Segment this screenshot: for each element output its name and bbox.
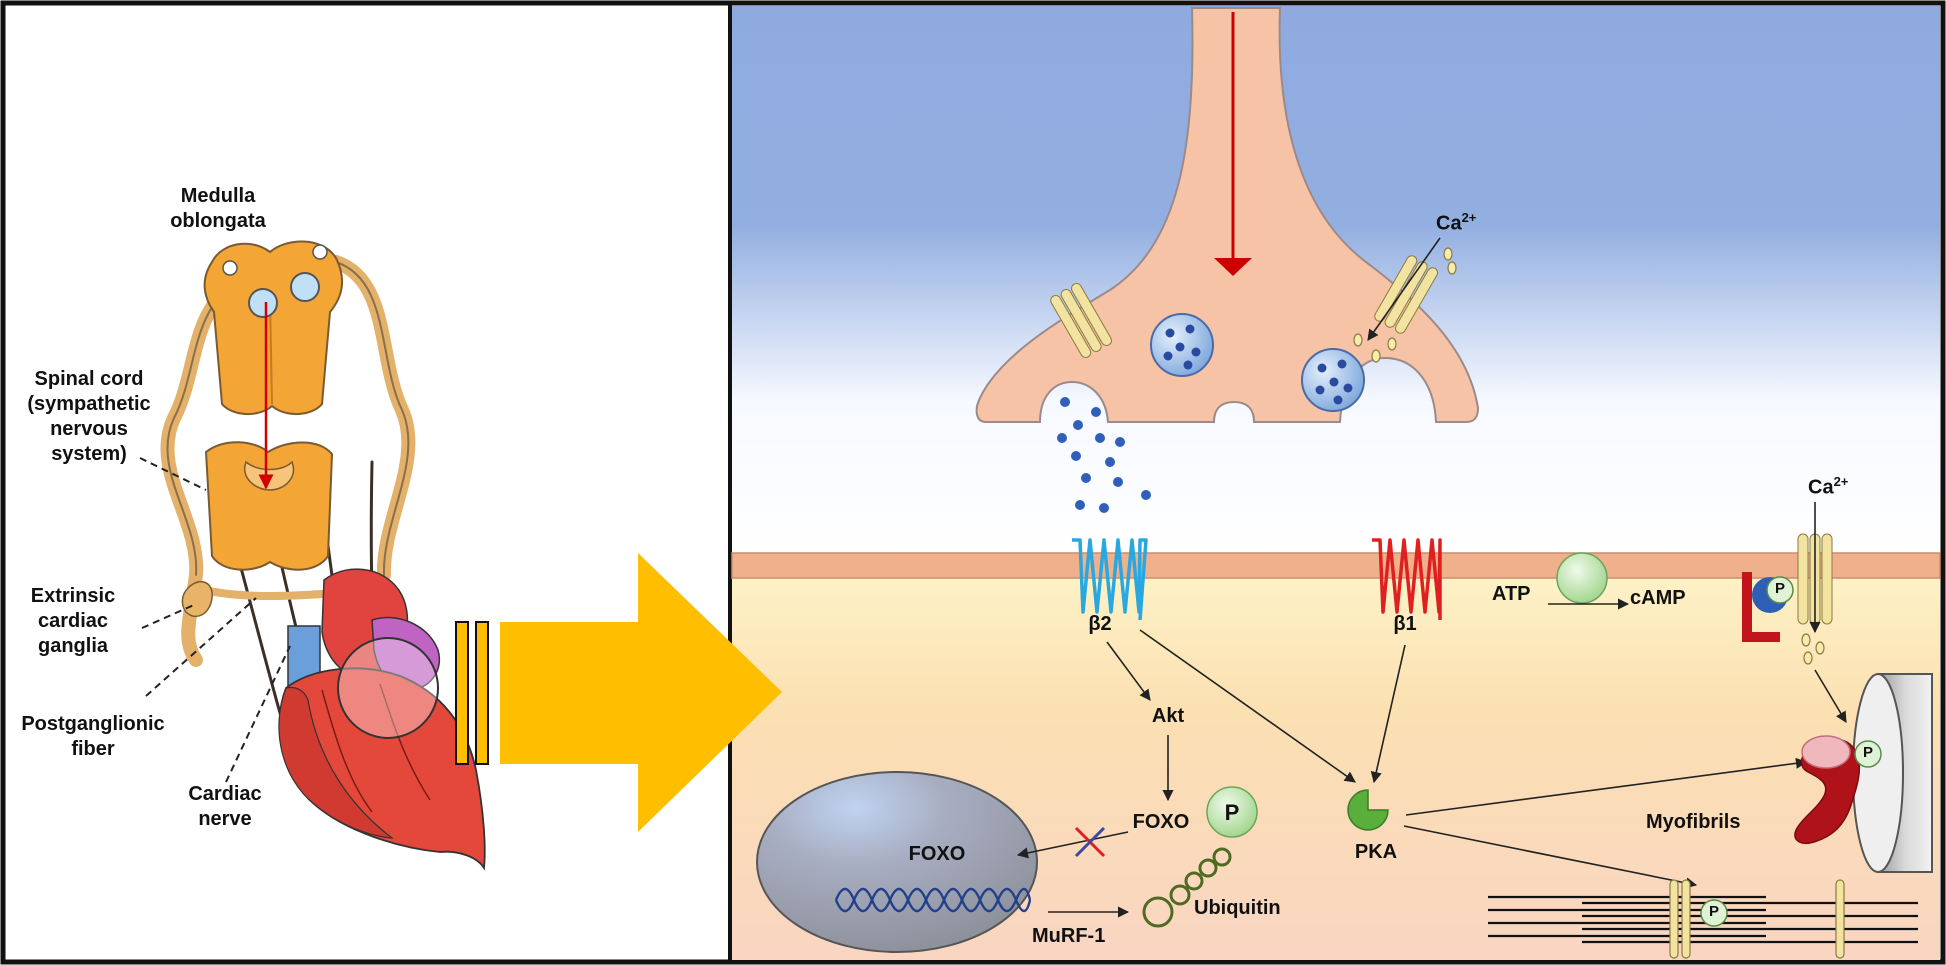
label-beta2: β2 (1088, 613, 1112, 635)
nerve-terminal (975, 7, 1480, 423)
label-myofibrils: Myofibrils (1646, 811, 1741, 833)
connector-bar-2 (475, 621, 489, 765)
phosphate-circle-myofibril (1854, 740, 1882, 768)
beta2-receptor (1072, 538, 1148, 621)
sarcomere-filaments (1488, 895, 1918, 944)
phosphate-circle-channel (1766, 576, 1794, 604)
label-spinal-cord: Spinal cord (sympathetic nervous system) (27, 368, 151, 465)
calcium-to-myofibril-arrow (1814, 669, 1847, 723)
label-phospho-channel: P (1774, 580, 1785, 597)
calcium-channel-left (1050, 283, 1113, 358)
label-atp: ATP (1492, 583, 1531, 605)
nucleus (756, 771, 1038, 953)
beta2-to-pka-arrow (1139, 629, 1356, 783)
vesicle-docking (1301, 348, 1365, 412)
sarcomere-z-discs (1669, 879, 1845, 959)
label-foxo-cytoplasm: FOXO (1132, 811, 1190, 833)
heart-right-ventricle (278, 686, 395, 839)
pka-molecule (1347, 789, 1389, 831)
label-calcium-top-charge: 2+ (1461, 210, 1477, 225)
label-leader-lines (139, 457, 291, 783)
label-calcium-top: Ca2+ (1436, 210, 1476, 237)
label-camp: cAMP (1630, 587, 1686, 609)
neurotransmitter-particles (1057, 397, 1151, 513)
cell-membrane (731, 552, 1941, 579)
phospho-foxo-circle (1206, 786, 1258, 838)
label-ubiquitin: Ubiquitin (1194, 897, 1281, 919)
label-calcium-right: Ca2+ (1808, 474, 1848, 501)
medulla-fissure (269, 299, 273, 405)
vesicle-left (1150, 313, 1214, 377)
left-panel (139, 240, 782, 871)
phosphate-circle-sarcomere (1700, 899, 1728, 927)
t-tubule-cylinder-face (1852, 673, 1904, 873)
medulla-canal-left (248, 288, 278, 318)
beta1-receptor (1372, 538, 1442, 620)
label-murf1: MuRF-1 (1032, 925, 1106, 947)
medulla-canal-right (290, 272, 320, 302)
foxo-nuclear-entry-arrow (1016, 831, 1129, 859)
dna-strand-1 (834, 887, 1032, 913)
label-pka: PKA (1354, 841, 1398, 863)
magnified-region-circle (337, 637, 439, 739)
label-postganglionic-fiber: Postganglionic fiber (21, 713, 165, 760)
pka-to-sarcomere-arrow (1403, 825, 1698, 889)
connector-bar-1 (455, 621, 469, 765)
label-extrinsic-cardiac-ganglia: Extrinsic cardiac ganglia (30, 585, 116, 657)
l-type-calcium-channel-marker (1742, 572, 1780, 642)
calcium-entry-arrow (1367, 237, 1441, 341)
medulla-hole-right (312, 244, 328, 260)
beta2-to-akt-arrow (1106, 641, 1151, 701)
calcium-ions-top (1353, 247, 1457, 363)
coronary-vessels (321, 683, 431, 813)
blocked-entry-cross (1074, 826, 1106, 858)
calcium-channel-right (1374, 255, 1439, 334)
extrinsic-cardiac-ganglion (181, 580, 213, 618)
myofibril-head (1801, 735, 1851, 769)
spinal-cord (204, 441, 334, 571)
label-cardiac-nerve: Cardiac nerve (188, 783, 262, 830)
right-panel (731, 6, 1941, 960)
zoom-arrow (500, 553, 782, 832)
label-calcium-top-base: Ca (1436, 212, 1462, 235)
label-phospho-myofibril: P (1862, 744, 1873, 761)
dna-strand-2 (834, 887, 1032, 913)
medulla-hole-left (222, 260, 238, 276)
label-calcium-right-base: Ca (1808, 476, 1834, 499)
label-akt: Akt (1151, 705, 1185, 727)
action-potential-arrowhead (1214, 258, 1252, 276)
label-foxo-nucleus: FOXO (908, 843, 966, 865)
ubiquitin-chain (1142, 847, 1232, 928)
label-phospho-foxo: P (1224, 800, 1240, 825)
beta1-to-pka-arrow (1370, 644, 1406, 784)
label-calcium-right-charge: 2+ (1833, 474, 1849, 489)
label-medulla-oblongata: Medulla oblongata (170, 185, 266, 232)
label-beta1: β1 (1393, 613, 1417, 635)
adenylyl-cyclase (1556, 552, 1608, 604)
calcium-ions-cytoplasm (1801, 633, 1825, 665)
label-phospho-sarcomere: P (1708, 903, 1719, 920)
pka-to-myofibril-arrow (1405, 757, 1808, 816)
